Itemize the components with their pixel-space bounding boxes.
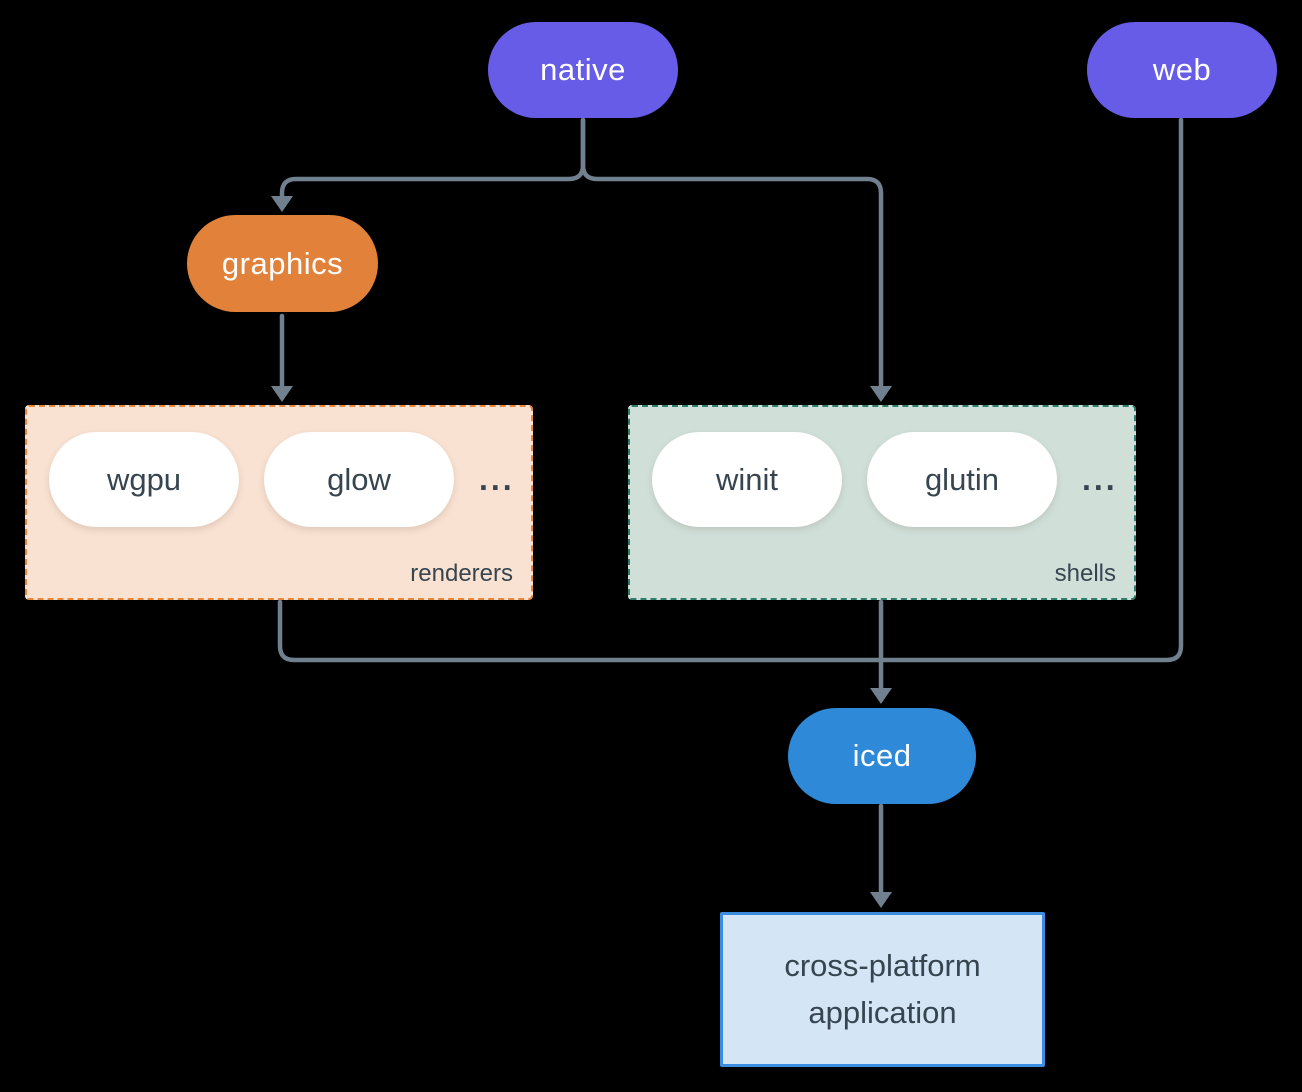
shells-ellipsis: ... [1082, 461, 1118, 497]
arrowhead-into-application [870, 892, 892, 908]
group-shells: winit glutin ... shells [628, 405, 1136, 600]
edge-web-to-junction [878, 117, 1184, 663]
node-iced-label: iced [852, 738, 912, 773]
group-shells-row: winit glutin ... [630, 407, 1134, 527]
arrowhead-into-graphics [271, 196, 293, 212]
node-wgpu: wgpu [49, 432, 239, 527]
node-web-label: web [1152, 52, 1212, 87]
node-cross-platform-application: cross-platform application [720, 912, 1045, 1067]
group-renderers-row: wgpu glow ... [27, 407, 531, 527]
node-native: native [488, 22, 678, 118]
arrowhead-into-iced [870, 688, 892, 704]
node-glutin-label: glutin [924, 461, 1000, 497]
node-winit-label: winit [715, 461, 778, 497]
node-winit: winit [652, 432, 842, 527]
arrowhead-into-renderers [271, 386, 293, 402]
node-graphics: graphics [187, 215, 378, 312]
application-label-line1: cross-platform [784, 948, 981, 983]
node-iced: iced [788, 708, 976, 804]
node-wgpu-label: wgpu [106, 461, 182, 497]
node-native-label: native [540, 52, 626, 87]
node-glutin: glutin [867, 432, 1057, 527]
node-web: web [1087, 22, 1277, 118]
application-label-line2: application [808, 994, 957, 1030]
node-glow: glow [264, 432, 454, 527]
node-graphics-label: graphics [221, 245, 344, 281]
group-shells-label: shells [1054, 560, 1116, 587]
edge-native-to-shells [580, 117, 884, 389]
node-glow-label: glow [327, 461, 391, 497]
arrowhead-into-shells [870, 386, 892, 402]
edge-renderers-to-junction [277, 599, 884, 663]
edge-native-to-graphics [279, 117, 586, 199]
group-renderers-label: renderers [410, 560, 513, 587]
group-renderers: wgpu glow ... renderers [25, 405, 533, 600]
renderers-ellipsis: ... [479, 461, 515, 497]
